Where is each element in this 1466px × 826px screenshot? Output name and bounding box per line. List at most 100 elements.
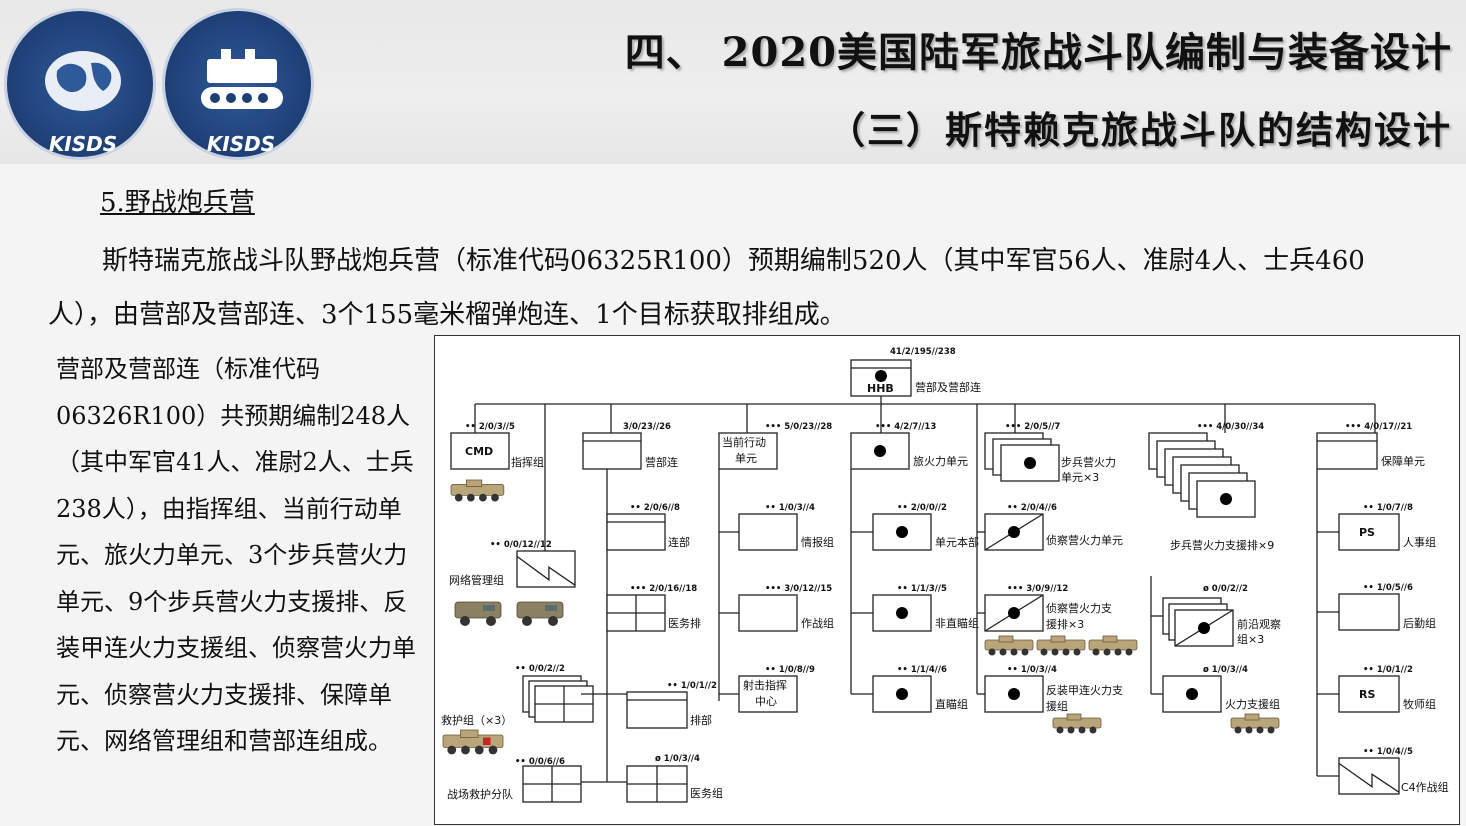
unit-dot <box>875 370 887 382</box>
vehicle-wheel <box>1089 726 1097 734</box>
fwd-observer-label: 前沿观察 <box>1237 617 1281 631</box>
unit-code: ••• 3/0/12//15 <box>765 584 832 594</box>
vehicle-wheel <box>1073 648 1081 656</box>
unit-dot <box>1008 688 1020 700</box>
platoon-hq-box <box>626 691 688 729</box>
vehicle-wheel <box>488 745 498 755</box>
unit-code: •• 1/0/3//4 <box>765 503 815 513</box>
vehicle-wheel <box>479 493 487 502</box>
vehicle-wheel <box>1092 648 1100 656</box>
unit-code: •• 0/0/12//12 <box>490 540 552 550</box>
unit-code: ••• 4/2/7//13 <box>875 422 936 432</box>
bde-fire-cell-label: 旅火力单元 <box>913 454 968 468</box>
kisds-land-logo: KISDS <box>162 8 314 160</box>
side-description: 营部及营部连（标准代码06326R100）共预期编制248人（其中军官41人、准… <box>56 355 416 755</box>
vehicle-wheel <box>1021 648 1029 656</box>
medical-cross-icon <box>483 737 491 745</box>
vehicle-wheel <box>988 648 996 656</box>
vehicle-wheel <box>1256 726 1264 734</box>
fire-center-label: 射击指挥 <box>743 678 787 692</box>
vehicle-wheel <box>1078 726 1086 734</box>
unit-code: ø 1/0/3//4 <box>655 754 700 764</box>
unit-code: ••• 3/0/9//12 <box>1007 584 1068 594</box>
inf-cell-label: 步兵营火力 <box>1061 455 1116 469</box>
current-ops-label: 单元 <box>735 452 757 465</box>
unit-dot <box>1024 457 1036 469</box>
ps-abbr: PS <box>1359 526 1375 539</box>
vehicle-turret <box>998 635 1014 643</box>
vehicle-wheel <box>522 616 532 626</box>
unit-code: ø 0/0/2//2 <box>1203 584 1248 594</box>
unit-code: 3/0/23//26 <box>623 422 671 432</box>
unit-code: ••• 4/0/30//34 <box>1197 422 1264 432</box>
unit-code: •• 1/1/3//5 <box>897 584 947 594</box>
cmd-unit-box <box>450 432 510 470</box>
unit-code: ••• 5/0/23//28 <box>765 422 832 432</box>
vehicle-wheel <box>1234 726 1242 734</box>
vehicle-wheel <box>486 616 496 626</box>
unit-code: •• 0/0/6//6 <box>515 757 565 767</box>
unit-dot <box>874 445 886 457</box>
current-ops-label: 当前行动 <box>722 435 766 449</box>
recon-cell-label: 侦察营火力单元 <box>1046 533 1123 547</box>
unit-code: •• 2/0/4//6 <box>1007 503 1057 513</box>
unit-code: •• 1/0/8//9 <box>765 665 815 675</box>
intel-box <box>738 513 798 551</box>
fire-center-label: 中心 <box>755 695 777 708</box>
ops-box <box>738 594 798 632</box>
unit-code: •• 2/0/6//8 <box>630 503 680 513</box>
med-platoon-label: 医务排 <box>668 616 701 630</box>
vehicle-wheel <box>1267 726 1275 734</box>
non-los-label: 非直瞄组 <box>935 616 979 630</box>
personnel-label: 人事组 <box>1403 535 1436 549</box>
vehicle-wheel <box>1103 648 1111 656</box>
vehicle-wheel <box>548 616 558 626</box>
root-label: 营部及营部连 <box>915 380 981 394</box>
logo-abbr: KISDS <box>207 132 275 156</box>
fire-support-team-label: 火力支援组 <box>1225 697 1280 711</box>
unit-code: •• 1/0/4//5 <box>1363 747 1413 757</box>
vehicle-wheel <box>999 648 1007 656</box>
cmd-label: 指挥组 <box>511 455 544 469</box>
vehicle-wheel <box>474 745 484 755</box>
cmd-abbr: CMD <box>465 445 493 458</box>
vehicle-wheel <box>466 493 475 502</box>
los-label: 直瞄组 <box>935 697 968 711</box>
vehicle-turret <box>1244 713 1260 721</box>
slide-header: KISDS KISDS 四、 2020美国陆军旅战斗队编制与装备设计 （三）斯特… <box>0 0 1466 164</box>
vehicle-turret <box>460 729 479 738</box>
unit-dot <box>1198 622 1210 634</box>
slide-subtitle: （三）斯特赖克旅战斗队的结构设计 <box>828 108 1452 152</box>
unit-code: •• 1/0/1//2 <box>667 681 717 691</box>
unit-dot <box>896 526 908 538</box>
vehicle-window <box>545 605 557 611</box>
fwd-observer-label: 组×3 <box>1237 632 1264 646</box>
root-abbr: HHB <box>867 382 894 395</box>
unit-code: •• 2/0/0//2 <box>897 503 947 513</box>
support-cell-label: 保障单元 <box>1381 454 1425 468</box>
vehicle-turret <box>465 479 483 487</box>
med-section-label: 医务组 <box>690 786 723 800</box>
network-mgmt-label: 网络管理组 <box>449 573 504 587</box>
c4-ops-box <box>1338 757 1400 795</box>
vehicle-wheel <box>1067 726 1075 734</box>
unit-code: ••• 2/0/5//7 <box>1005 422 1060 432</box>
logistics-label: 后勤组 <box>1403 616 1436 630</box>
unit-code: •• 1/0/7//8 <box>1363 503 1413 513</box>
vehicle-wheel <box>1051 648 1059 656</box>
co-hq-box <box>606 513 666 551</box>
vehicle-wheel <box>1040 648 1048 656</box>
unit-code: •• 1/0/1//2 <box>1363 665 1413 675</box>
hq-company-box <box>582 432 642 470</box>
c4-ops-label: C4作战组 <box>1401 780 1449 794</box>
platoon-hq-label: 排部 <box>690 713 712 727</box>
vehicle-wheel <box>1125 648 1133 656</box>
aid-squad-label: 战场救护分队 <box>447 787 513 801</box>
unit-dot <box>1186 688 1198 700</box>
anti-armor-label: 反装甲连火力支 <box>1046 684 1123 697</box>
unit-dot <box>896 688 908 700</box>
network-mgmt-box <box>516 550 576 588</box>
logo-abbr: KISDS <box>49 132 117 156</box>
section-heading: 5.野战炮兵营 <box>100 188 255 218</box>
unit-code: ••• 4/0/17//21 <box>1345 422 1412 432</box>
